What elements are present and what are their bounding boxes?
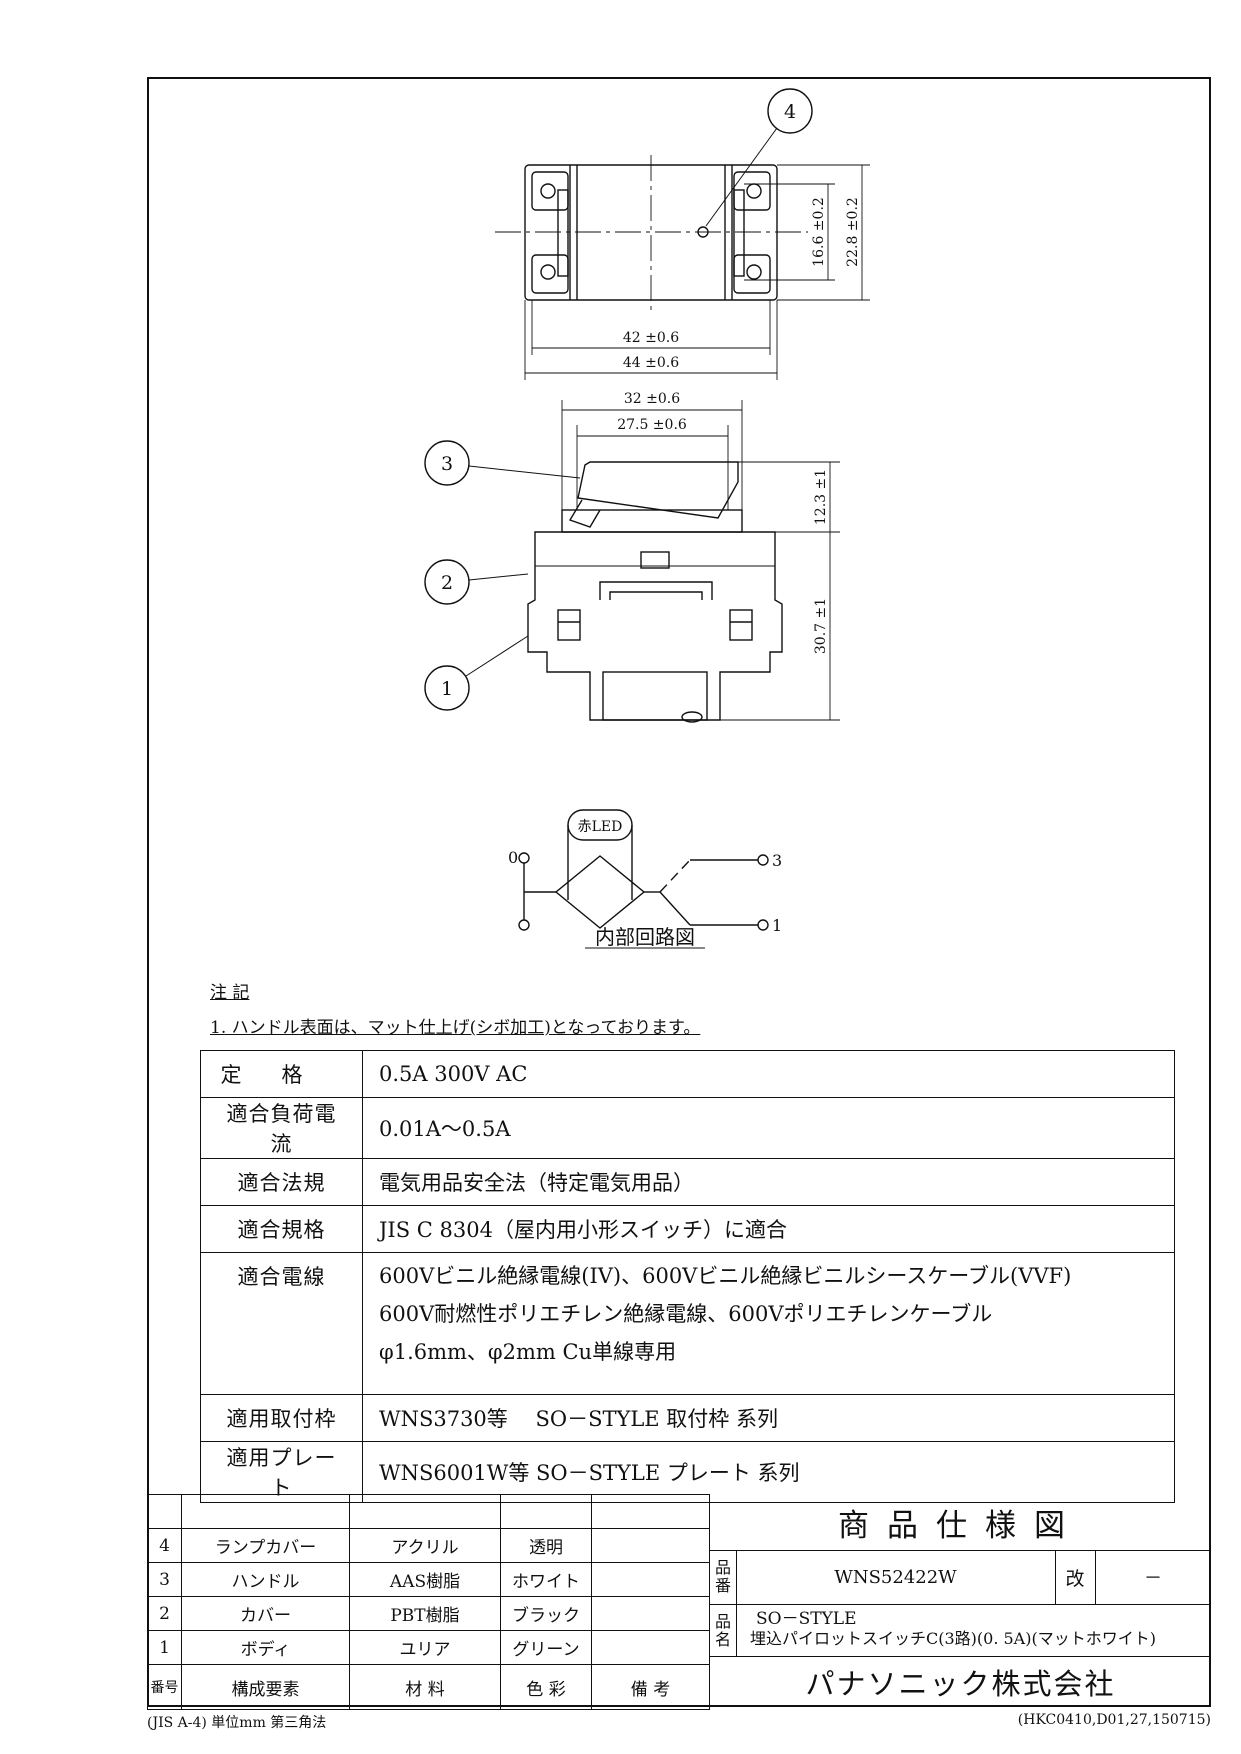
callout-4 bbox=[767, 88, 813, 134]
spec-row-plate: 適用プレート WNS6001W等 SO－STYLE プレート 系列 bbox=[200, 1441, 1175, 1503]
dim-12-3: 12.3 ±1 bbox=[813, 469, 829, 525]
spec-value: 電気用品安全法（特定電気用品） bbox=[362, 1158, 1175, 1206]
spec-row-wire: 適合電線 600Vビニル絶縁電線(IV)、600Vビニル絶縁ビニルシースケーブル… bbox=[200, 1252, 1175, 1395]
parts-header-row: 番号 構成要素 材 料 色 彩 備 考 bbox=[147, 1664, 710, 1710]
terminal-1: 1 bbox=[772, 916, 782, 935]
title-block: 商品仕様図 品 番 WNS52422W 改 － 品 名 SO－STYLE 埋込パ… bbox=[710, 1494, 1211, 1707]
dim-16-6: 16.6 ±0.2 bbox=[811, 197, 827, 267]
callout-3-label: 3 bbox=[441, 453, 453, 475]
notes-title: 注 記 bbox=[210, 983, 250, 1003]
parts-table: 4 ランプカバー アクリル 透明 3 ハンドル AAS樹脂 ホワイト 2 カバー… bbox=[147, 1494, 710, 1710]
spec-value: 0.5A 300V AC bbox=[362, 1050, 1175, 1098]
spec-label: 適用プレート bbox=[200, 1441, 363, 1503]
dim-30-7: 30.7 ±1 bbox=[813, 598, 829, 654]
terminal-0: 0 bbox=[508, 848, 518, 867]
dim-32: 32 ±0.6 bbox=[624, 391, 680, 407]
internal-circuit bbox=[518, 809, 769, 949]
footer-code: (HKC0410,D01,27,150715) bbox=[1017, 1712, 1211, 1728]
spec-label: 適合法規 bbox=[200, 1158, 363, 1206]
parts-row: 1 ボディ ユリア グリーン bbox=[147, 1630, 710, 1665]
company-name: パナソニック株式会社 bbox=[805, 1667, 1116, 1701]
parts-row: 2 カバー PBT樹脂 ブラック bbox=[147, 1596, 710, 1631]
spec-value: 600Vビニル絶縁電線(IV)、600Vビニル絶縁ビニルシースケーブル(VVF)… bbox=[362, 1252, 1175, 1395]
side-view bbox=[527, 400, 840, 723]
dim-27-5: 27.5 ±0.6 bbox=[617, 417, 687, 433]
led-label: 赤LED bbox=[578, 819, 623, 835]
revision-value: － bbox=[1144, 1568, 1162, 1589]
parts-row-empty bbox=[147, 1494, 710, 1529]
spec-row-load: 適合負荷電流 0.01A～0.5A bbox=[200, 1097, 1175, 1159]
parts-row: 3 ハンドル AAS樹脂 ホワイト bbox=[147, 1562, 710, 1597]
product-name-row: 品 名 SO－STYLE 埋込パイロットスイッチC(3路)(0. 5A)(マット… bbox=[710, 1605, 1211, 1657]
callout-4-label: 4 bbox=[784, 101, 796, 123]
wire-line-1: 600Vビニル絶縁電線(IV)、600Vビニル絶縁ビニルシースケーブル(VVF) bbox=[379, 1264, 1072, 1288]
product-name-label: 品 名 bbox=[710, 1605, 737, 1656]
top-view bbox=[495, 155, 870, 380]
terminal-3: 3 bbox=[772, 851, 782, 870]
spec-row-law: 適合法規 電気用品安全法（特定電気用品） bbox=[200, 1158, 1175, 1206]
part-number: WNS52422W bbox=[736, 1550, 1056, 1604]
dim-42: 42 ±0.6 bbox=[623, 330, 679, 346]
spec-value: WNS6001W等 SO－STYLE プレート 系列 bbox=[362, 1441, 1175, 1503]
footer-standard: (JIS A-4) 単位mm 第三角法 bbox=[147, 1715, 327, 1731]
callout-2-label: 2 bbox=[441, 572, 453, 594]
spec-label: 適合電線 bbox=[200, 1252, 363, 1395]
spec-value: JIS C 8304（屋内用小形スイッチ）に適合 bbox=[362, 1205, 1175, 1253]
parts-row: 4 ランプカバー アクリル 透明 bbox=[147, 1528, 710, 1563]
spec-value: WNS3730等 SO－STYLE 取付枠 系列 bbox=[362, 1394, 1175, 1442]
spec-row-standard: 適合規格 JIS C 8304（屋内用小形スイッチ）に適合 bbox=[200, 1205, 1175, 1253]
callout-2 bbox=[424, 559, 470, 605]
wire-line-3: φ1.6mm、φ2mm Cu単線専用 bbox=[379, 1340, 677, 1364]
dim-22-8: 22.8 ±0.2 bbox=[845, 197, 861, 267]
wire-line-2: 600V耐燃性ポリエチレン絶縁電線、600Vポリエチレンケーブル bbox=[379, 1302, 993, 1326]
note-item-1: 1. ハンドル表面は、マット仕上げ(シボ加工)となっております。 bbox=[210, 1018, 701, 1038]
callout-1-label: 1 bbox=[441, 678, 453, 700]
part-number-label: 品 番 bbox=[710, 1550, 737, 1604]
spec-label: 適合負荷電流 bbox=[200, 1097, 363, 1159]
product-name: SO－STYLE 埋込パイロットスイッチC(3路)(0. 5A)(マットホワイト… bbox=[750, 1609, 1156, 1648]
spec-table: 定格 0.5A 300V AC 適合負荷電流 0.01A～0.5A 適合法規 電… bbox=[200, 1050, 1175, 1503]
spec-row-rating: 定格 0.5A 300V AC bbox=[200, 1050, 1175, 1098]
dim-44: 44 ±0.6 bbox=[623, 355, 679, 371]
circuit-caption: 内部回路図 bbox=[595, 925, 695, 949]
spec-value: 0.01A～0.5A bbox=[362, 1097, 1175, 1159]
part-number-row: 品 番 WNS52422W 改 － bbox=[710, 1550, 1211, 1605]
callout-3 bbox=[424, 440, 470, 486]
document-title: 商品仕様図 bbox=[710, 1494, 1211, 1551]
technical-drawing: 4 3 2 1 42 ±0.6 44 ±0.6 32 ±0.6 27.5 ±0.… bbox=[424, 88, 870, 949]
spec-label: 定格 bbox=[200, 1050, 363, 1098]
spec-label: 適合規格 bbox=[200, 1205, 363, 1253]
callout-1 bbox=[424, 665, 470, 711]
spec-label: 適用取付枠 bbox=[200, 1394, 363, 1442]
spec-row-frame: 適用取付枠 WNS3730等 SO－STYLE 取付枠 系列 bbox=[200, 1394, 1175, 1442]
revision-label: 改 bbox=[1055, 1550, 1096, 1604]
